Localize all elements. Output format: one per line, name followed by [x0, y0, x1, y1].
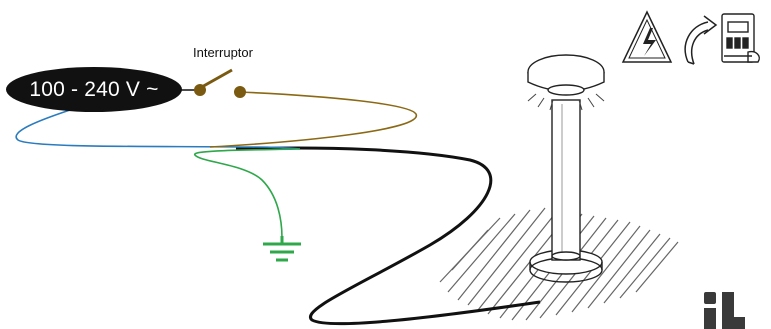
earth-ground-icon	[263, 236, 301, 262]
earth-wire	[194, 148, 301, 239]
supply-voltage-badge: 100 - 240 V ~	[6, 67, 182, 112]
supply-voltage-label: 100 - 240 V ~	[29, 77, 159, 101]
switch-label: Interruptor	[193, 45, 253, 60]
breaker-box-icon	[721, 13, 760, 63]
cable-to-bollard	[235, 146, 541, 326]
logo-mark	[704, 292, 745, 329]
bollard-post	[551, 99, 581, 261]
live-wire	[209, 91, 417, 148]
switch-symbol	[180, 68, 246, 98]
neutral-wire	[15, 109, 301, 150]
light-rays	[527, 93, 605, 111]
electrical-hazard-warning-icon	[621, 10, 673, 63]
bollard-light	[527, 54, 605, 283]
rotate-arrow-icon	[684, 15, 718, 65]
